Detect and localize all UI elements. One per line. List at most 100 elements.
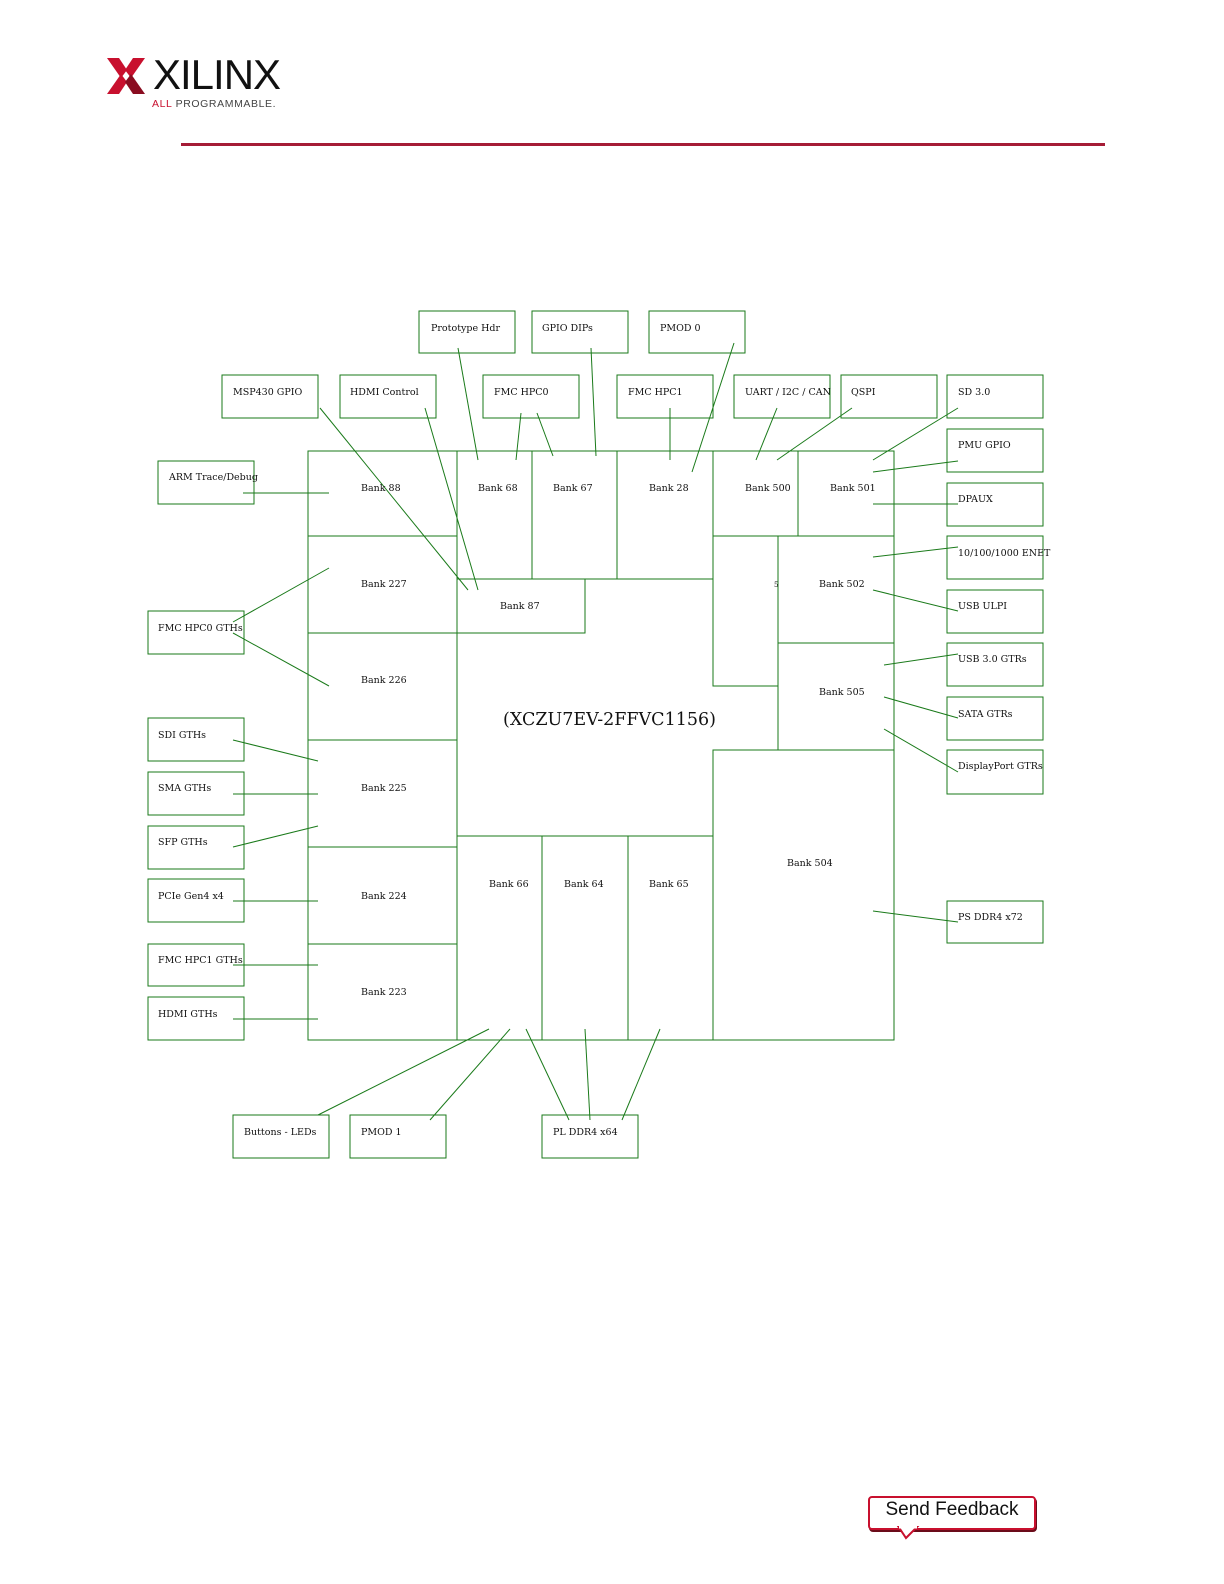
gpio-dips-label: GPIO DIPs	[542, 323, 593, 334]
connector-line	[317, 1028, 490, 1116]
fmc-hpc1-gth-label: FMC HPC1 GTHs	[158, 955, 243, 966]
hdmi-control-label: HDMI Control	[350, 387, 419, 398]
connector-line	[872, 546, 959, 558]
msp430-gpio-box	[221, 374, 319, 419]
sdi-gth-box	[147, 717, 245, 762]
feedback-tail-icon	[896, 1526, 920, 1540]
bank-227-label: Bank 227	[361, 579, 407, 590]
bank-502-label: Bank 502	[819, 579, 865, 590]
sd-label: SD 3.0	[958, 387, 990, 398]
pmod1-box	[349, 1114, 447, 1159]
connector-line	[590, 347, 597, 457]
xilinx-mark-icon	[107, 58, 145, 94]
connector-line	[872, 460, 959, 473]
connector-line	[872, 407, 959, 461]
msp430-gpio-label: MSP430 GPIO	[233, 387, 303, 398]
bank-68-label: Bank 68	[478, 483, 518, 494]
bank-67-label: Bank 67	[553, 483, 593, 494]
connector-line	[755, 407, 778, 461]
connector-line	[883, 696, 959, 719]
bank-65-label: Bank 65	[649, 879, 689, 890]
enet-box	[946, 535, 1044, 580]
fmc-hpc0-box	[482, 374, 580, 419]
displayport-box	[946, 749, 1044, 795]
tagline-rest: PROGRAMMABLE.	[172, 98, 277, 110]
pmod0-label: PMOD 0	[660, 323, 701, 334]
bank-87-label: Bank 87	[500, 601, 540, 612]
connector-line	[872, 910, 959, 923]
pmu-gpio-box	[946, 428, 1044, 473]
displayport-label: DisplayPort GTRs	[958, 761, 1043, 772]
bank-225-label: Bank 225	[361, 783, 407, 794]
buttons-leds-box	[232, 1114, 330, 1159]
send-feedback-frame	[868, 1496, 1036, 1530]
bank-501-label: Bank 501	[830, 483, 876, 494]
sd-box	[946, 374, 1044, 419]
prototype-hdr-box	[418, 310, 516, 354]
bank-64-label: Bank 64	[564, 879, 604, 890]
pmod0-box	[648, 310, 746, 354]
connector-line	[883, 728, 959, 773]
qspi-label: QSPI	[851, 387, 876, 398]
connector-line	[776, 407, 853, 461]
ps-ddr4-box	[946, 900, 1044, 944]
bank-223-label: Bank 223	[361, 987, 407, 998]
sdi-gth-label: SDI GTHs	[158, 730, 206, 741]
chip-label: (XCZU7EV-2FFVC1156)	[503, 710, 716, 730]
enet-label: 10/100/1000 ENET	[958, 548, 1051, 559]
arm-trace-box	[157, 460, 255, 505]
hdmi-gth-label: HDMI GTHs	[158, 1009, 218, 1020]
brand-name: XILINX	[153, 51, 281, 98]
bank-66-box	[456, 835, 543, 1041]
bank-87-box	[456, 578, 586, 634]
connector-line	[515, 412, 522, 461]
connector-line	[232, 632, 330, 687]
bank-500-label: Bank 500	[745, 483, 791, 494]
sfp-gth-label: SFP GTHs	[158, 837, 208, 848]
hdmi-control-box	[339, 374, 437, 419]
connector-line	[584, 1028, 591, 1121]
usb3-box	[946, 642, 1044, 687]
sata-box	[946, 696, 1044, 741]
send-feedback-label: Send Feedback	[885, 1499, 1019, 1520]
chip-outline	[307, 450, 895, 1041]
connector-line	[872, 589, 959, 612]
sata-label: SATA GTRs	[958, 709, 1013, 720]
dpaux-label: DPAUX	[958, 494, 993, 505]
diagram-structure	[147, 310, 1044, 1159]
bank-66-label: Bank 66	[489, 879, 529, 890]
fmc-hpc1-box	[616, 374, 714, 419]
header-rule	[181, 143, 1105, 146]
bank-224-label: Bank 224	[361, 891, 407, 902]
connector-line	[621, 1028, 661, 1121]
bank-504-box	[712, 749, 895, 1041]
connector-line	[525, 1028, 570, 1121]
connector-line	[691, 342, 735, 473]
connector-line	[319, 407, 469, 591]
brand-tagline: ALL PROGRAMMABLE.	[152, 98, 276, 110]
connector-line	[232, 567, 330, 623]
connector-line	[429, 1028, 511, 1121]
bank-503-label: 5	[774, 581, 778, 589]
fmc-hpc0-gth-box	[147, 610, 245, 655]
qspi-box	[840, 374, 938, 419]
bank-64-box	[541, 835, 629, 1041]
sma-gth-label: SMA GTHs	[158, 783, 211, 794]
usb3-label: USB 3.0 GTRs	[958, 654, 1027, 665]
fmc-hpc1-label: FMC HPC1	[628, 387, 683, 398]
pl-ddr4-label: PL DDR4 x64	[553, 1127, 618, 1138]
buttons-leds-label: Buttons - LEDs	[244, 1127, 317, 1138]
gpio-dips-box	[531, 310, 629, 354]
fmc-hpc0-label: FMC HPC0	[494, 387, 549, 398]
ps-ddr4-label: PS DDR4 x72	[958, 912, 1023, 923]
bank-28-box	[616, 450, 714, 580]
send-feedback-button[interactable]: Send Feedback	[868, 1496, 1036, 1540]
bank-67-box	[531, 450, 618, 580]
arm-trace-label: ARM Trace/Debug	[168, 472, 258, 483]
fmc-hpc0-gth-label: FMC HPC0 GTHs	[158, 623, 243, 634]
connector-line	[424, 407, 479, 591]
connector-line	[536, 412, 554, 457]
bank-226-label: Bank 226	[361, 675, 407, 686]
